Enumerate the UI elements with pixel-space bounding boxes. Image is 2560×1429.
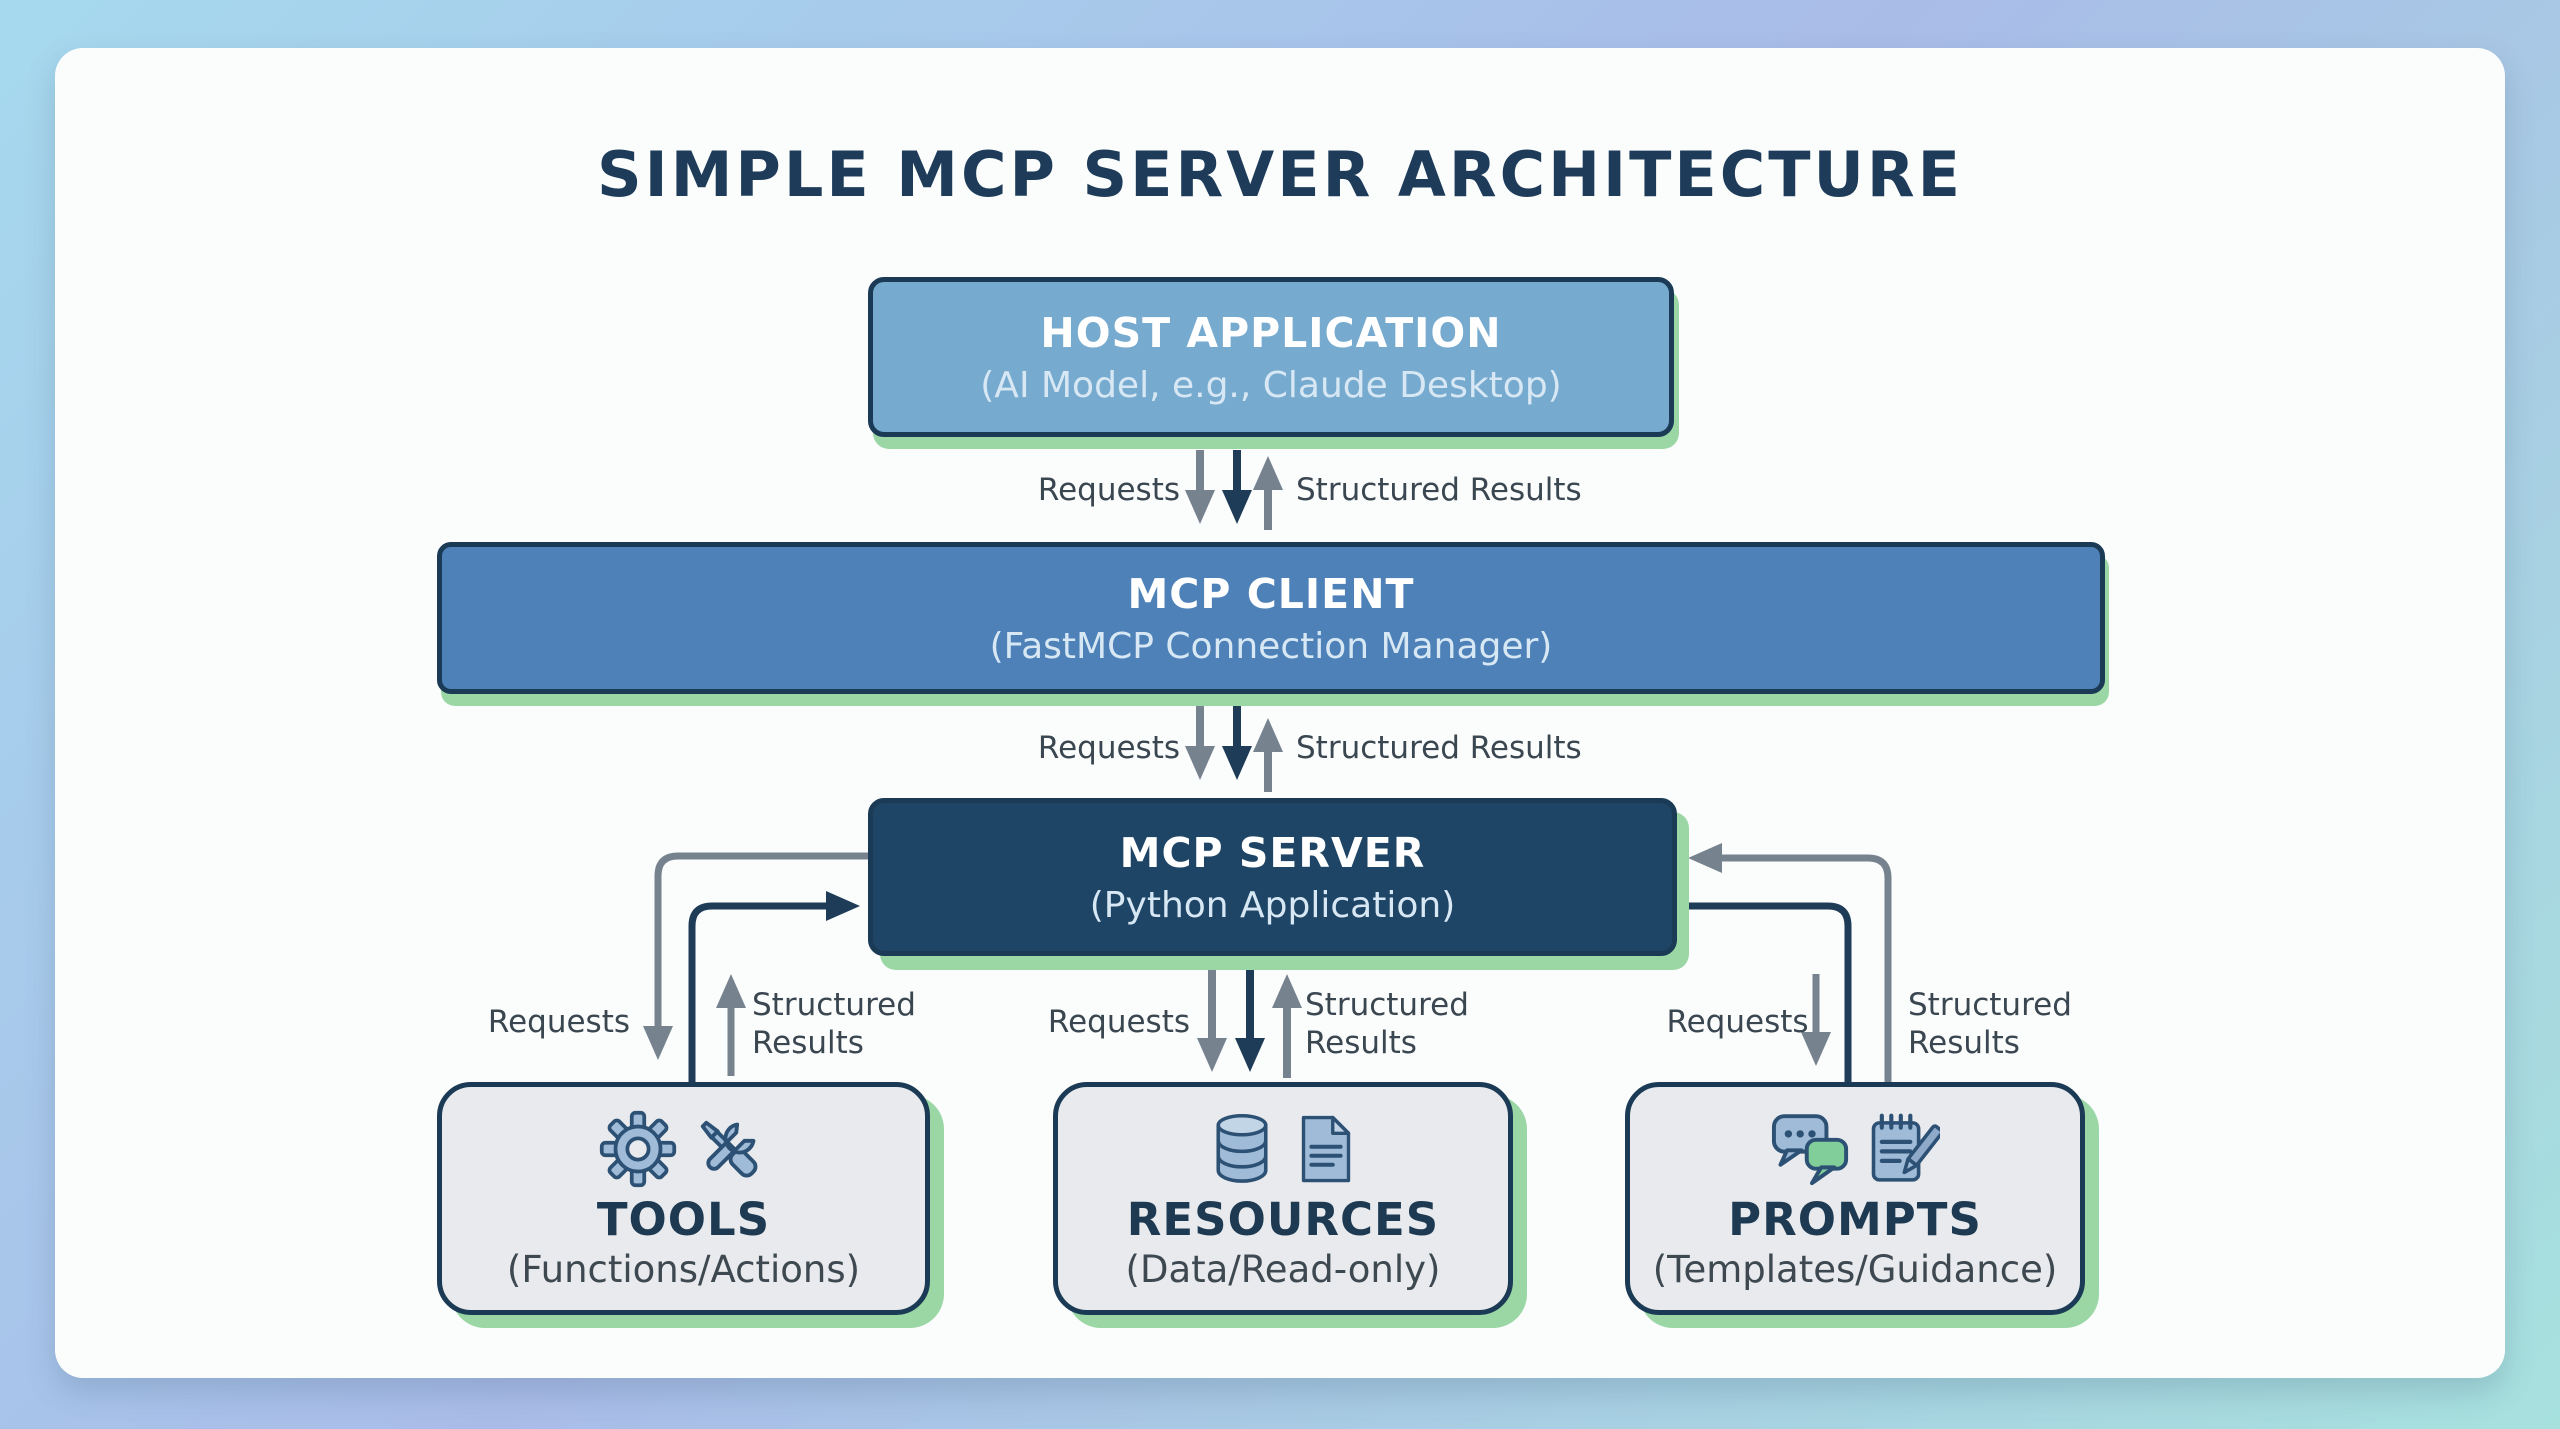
document-icon — [1301, 1116, 1351, 1183]
requests-label: Requests — [1037, 472, 1180, 508]
resources-box: RESOURCES (Data/Read-only) — [1053, 1082, 1513, 1315]
notepad-pencil-icon — [1871, 1114, 1940, 1183]
diagram-title: SIMPLE MCP SERVER ARCHITECTURE — [597, 138, 1963, 211]
host-application-title: HOST APPLICATION — [1040, 308, 1502, 357]
mcp-server-subtitle: (Python Application) — [1089, 884, 1456, 926]
tools-title: TOOLS — [596, 1193, 771, 1247]
requests-label: Requests — [487, 1004, 630, 1040]
resources-title: RESOURCES — [1126, 1193, 1440, 1247]
tools-icons — [598, 1106, 770, 1192]
mcp-server-box: MCP SERVER (Python Application) — [868, 798, 1677, 956]
wrench-screwdriver-icon — [700, 1121, 757, 1178]
mcp-client-title: MCP CLIENT — [1127, 569, 1415, 618]
host-application-subtitle: (AI Model, e.g., Claude Desktop) — [980, 364, 1562, 406]
structured-results-label: Structured Results — [1305, 987, 1469, 1061]
mcp-server-title: MCP SERVER — [1119, 828, 1426, 877]
mcp-client-box: MCP CLIENT (FastMCP Connection Manager) — [437, 542, 2105, 694]
tools-box: TOOLS (Functions/Actions) — [437, 1082, 930, 1315]
prompts-box: PROMPTS (Templates/Guidance) — [1625, 1082, 2085, 1315]
chat-bubbles-icon — [1771, 1114, 1849, 1186]
requests-label: Requests — [1666, 1004, 1809, 1040]
resources-subtitle: (Data/Read-only) — [1125, 1247, 1441, 1291]
structured-results-label: Structured Results — [1908, 987, 2072, 1061]
tools-subtitle: (Functions/Actions) — [506, 1247, 861, 1291]
prompts-title: PROMPTS — [1728, 1193, 1982, 1247]
requests-label: Requests — [1037, 730, 1180, 766]
structured-results-label: Structured Results — [752, 987, 916, 1061]
structured-results-label: Structured Results — [1296, 730, 1582, 766]
database-icon — [1216, 1114, 1268, 1184]
mcp-client-subtitle: (FastMCP Connection Manager) — [989, 625, 1553, 667]
resources-icons — [1204, 1106, 1362, 1192]
structured-results-label: Structured Results — [1296, 472, 1582, 508]
prompts-subtitle: (Templates/Guidance) — [1652, 1247, 2058, 1291]
prompts-icons — [1770, 1106, 1940, 1192]
requests-label: Requests — [1047, 1004, 1190, 1040]
host-application-box: HOST APPLICATION (AI Model, e.g., Claude… — [868, 277, 1674, 437]
gear-icon — [599, 1111, 676, 1188]
